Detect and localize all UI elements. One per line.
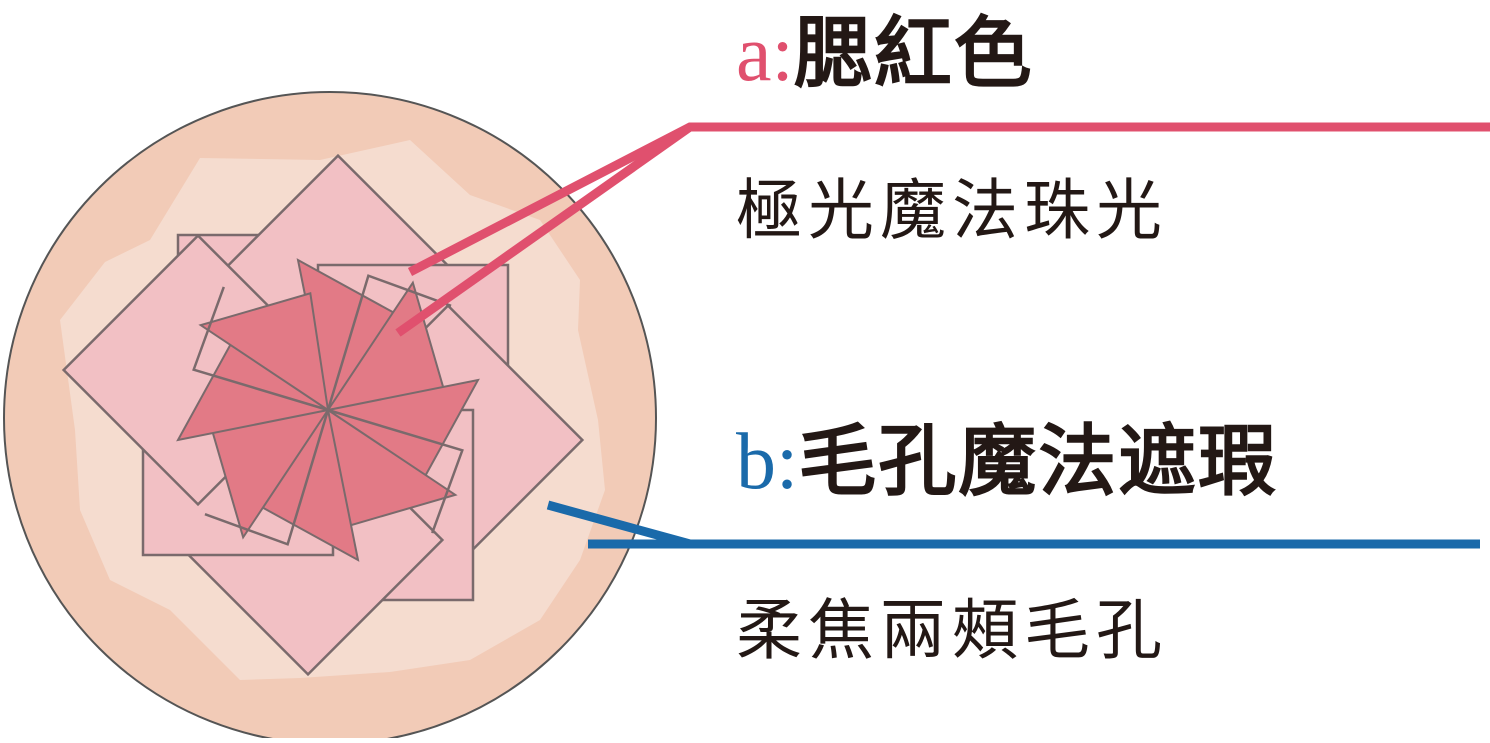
pinwheel-dark-petals	[176, 258, 480, 562]
pinwheel-outline-stroke	[327, 408, 464, 534]
leader-line-a-branch	[395, 123, 693, 337]
label-a-prefix: a:	[736, 10, 794, 98]
label-b: b:毛孔魔法遮瑕	[736, 422, 1278, 502]
label-a: a:腮紅色	[736, 14, 1034, 94]
leader-line-b	[546, 500, 1480, 549]
label-a-subtitle: 極光魔法珠光	[736, 172, 1168, 249]
pinwheel-outline-stroke	[192, 286, 329, 412]
label-b-subtitle: 柔焦兩頰毛孔	[736, 592, 1168, 669]
label-b-title: 毛孔魔法遮瑕	[798, 416, 1279, 507]
pinwheel-outline-stroke	[326, 274, 452, 411]
label-a-title: 腮紅色	[793, 8, 1034, 99]
dark-petal-blade	[198, 292, 330, 413]
pinwheel-outline-stroke	[204, 409, 330, 546]
label-b-prefix: b:	[736, 418, 799, 506]
